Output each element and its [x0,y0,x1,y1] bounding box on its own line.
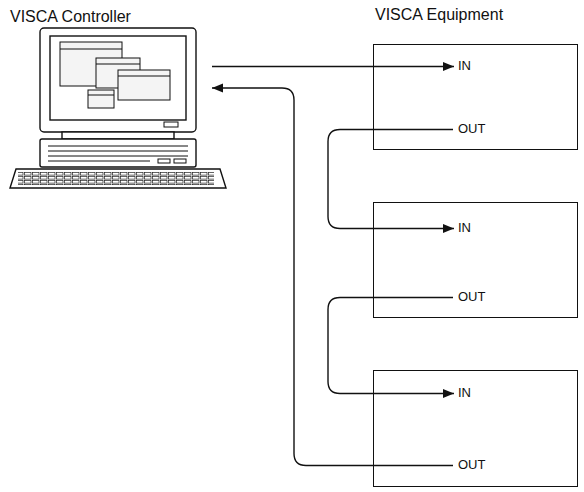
arrowhead [443,389,454,398]
arrowhead [443,62,454,71]
port-label: OUT [458,458,485,473]
signal-connector [212,84,453,466]
equipment-box: IN OUT [373,202,578,318]
node-title: VISCA Controller [10,8,131,26]
arrowhead [443,224,454,233]
connector-line [328,129,454,228]
connector-line [328,297,454,393]
controller-node: VISCA Controller [8,6,212,186]
connector-line [212,88,453,465]
arrowhead [212,84,223,93]
port-label: IN [458,59,471,74]
equipment-box: IN OUT [373,370,578,487]
equipment-box: IN OUT [373,44,578,150]
port-label: OUT [458,290,485,305]
port-label: IN [458,221,471,236]
column-title: VISCA Equipment [375,6,503,24]
port-label: IN [458,386,471,401]
signal-connector [212,62,454,71]
signal-connector [328,297,454,398]
signal-connector [328,129,454,233]
port-label: OUT [458,122,485,137]
connector-line [212,66,454,67]
